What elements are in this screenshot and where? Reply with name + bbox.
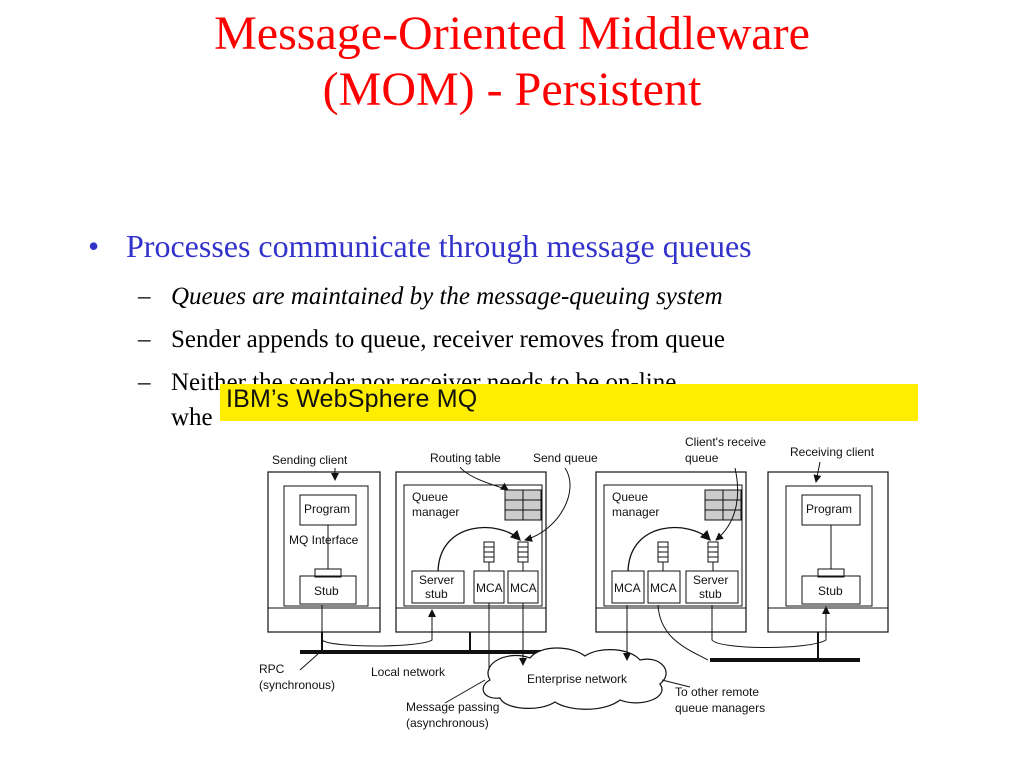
stub-box-left <box>299 575 357 605</box>
dash-icon: – <box>138 369 151 396</box>
local-network-lines <box>300 632 860 662</box>
bullet-dot-icon: • <box>88 228 100 264</box>
dash-icon: – <box>138 283 151 310</box>
sub-bullet-2-text: Sender appends to queue, receiver remove… <box>171 326 725 353</box>
title-line-1: Message-Oriented Middleware <box>214 7 810 60</box>
title-line-2: (MOM) - Persistent <box>322 63 702 116</box>
label-remote-qm-1: To other remote <box>675 685 759 699</box>
label-program-left: Program <box>304 502 350 516</box>
sub-bullet-3-cont-text: whe <box>171 404 213 431</box>
mca-box-4 <box>647 570 681 604</box>
label-local-network: Local network <box>371 665 446 679</box>
label-remote-qm-2: queue managers <box>675 701 765 715</box>
label-mca-2: MCA <box>510 581 537 595</box>
label-message-passing-1: Message passing <box>406 700 499 714</box>
label-server-stub-right-2: stub <box>699 587 722 601</box>
label-queue-manager-left-2: manager <box>412 505 459 519</box>
label-queue-manager-right-1: Queue <box>612 490 648 504</box>
label-server-stub-right-1: Server <box>693 573 728 587</box>
bullet-main-text: Processes communicate through message qu… <box>126 228 752 264</box>
right-queue-manager-machine <box>595 471 747 633</box>
label-server-stub-left-1: Server <box>419 573 454 587</box>
label-message-passing-2: (asynchronous) <box>406 716 489 730</box>
label-clients-receive-queue-1: Client's receive <box>685 435 766 449</box>
label-receiving-client: Receiving client <box>790 445 875 459</box>
sub-bullet-1-text: Queues are maintained by the message-que… <box>171 283 723 310</box>
label-mca-3: MCA <box>614 581 641 595</box>
label-mca-4: MCA <box>650 581 677 595</box>
label-mca-1: MCA <box>476 581 503 595</box>
stub-box-right <box>801 575 861 605</box>
server-stub-box-right <box>685 570 739 604</box>
banner-text: IBM’s WebSphere MQ <box>226 385 478 413</box>
dash-icon: – <box>138 326 151 353</box>
label-enterprise-network: Enterprise network <box>527 672 628 686</box>
label-send-queue: Send queue <box>533 451 598 465</box>
label-routing-table: Routing table <box>430 451 501 465</box>
message-paths <box>299 461 830 704</box>
label-program-right: Program <box>806 502 852 516</box>
label-sending-client: Sending client <box>272 453 348 467</box>
label-clients-receive-queue-2: queue <box>685 451 719 465</box>
sending-client-machine <box>267 471 381 633</box>
slide-title: Message-Oriented Middleware (MOM) - Pers… <box>0 6 1024 118</box>
enterprise-network-cloud <box>482 647 667 710</box>
label-queue-manager-left-1: Queue <box>412 490 448 504</box>
label-stub-right: Stub <box>818 584 843 598</box>
label-rpc-1: RPC <box>259 662 285 676</box>
label-queue-manager-right-2: manager <box>612 505 659 519</box>
label-stub-left: Stub <box>314 584 339 598</box>
label-rpc-2: (synchronous) <box>259 678 335 692</box>
label-server-stub-left-2: stub <box>425 587 448 601</box>
label-mq-interface: MQ Interface <box>289 533 359 547</box>
websphere-banner: IBM’s WebSphere MQ <box>220 384 918 421</box>
